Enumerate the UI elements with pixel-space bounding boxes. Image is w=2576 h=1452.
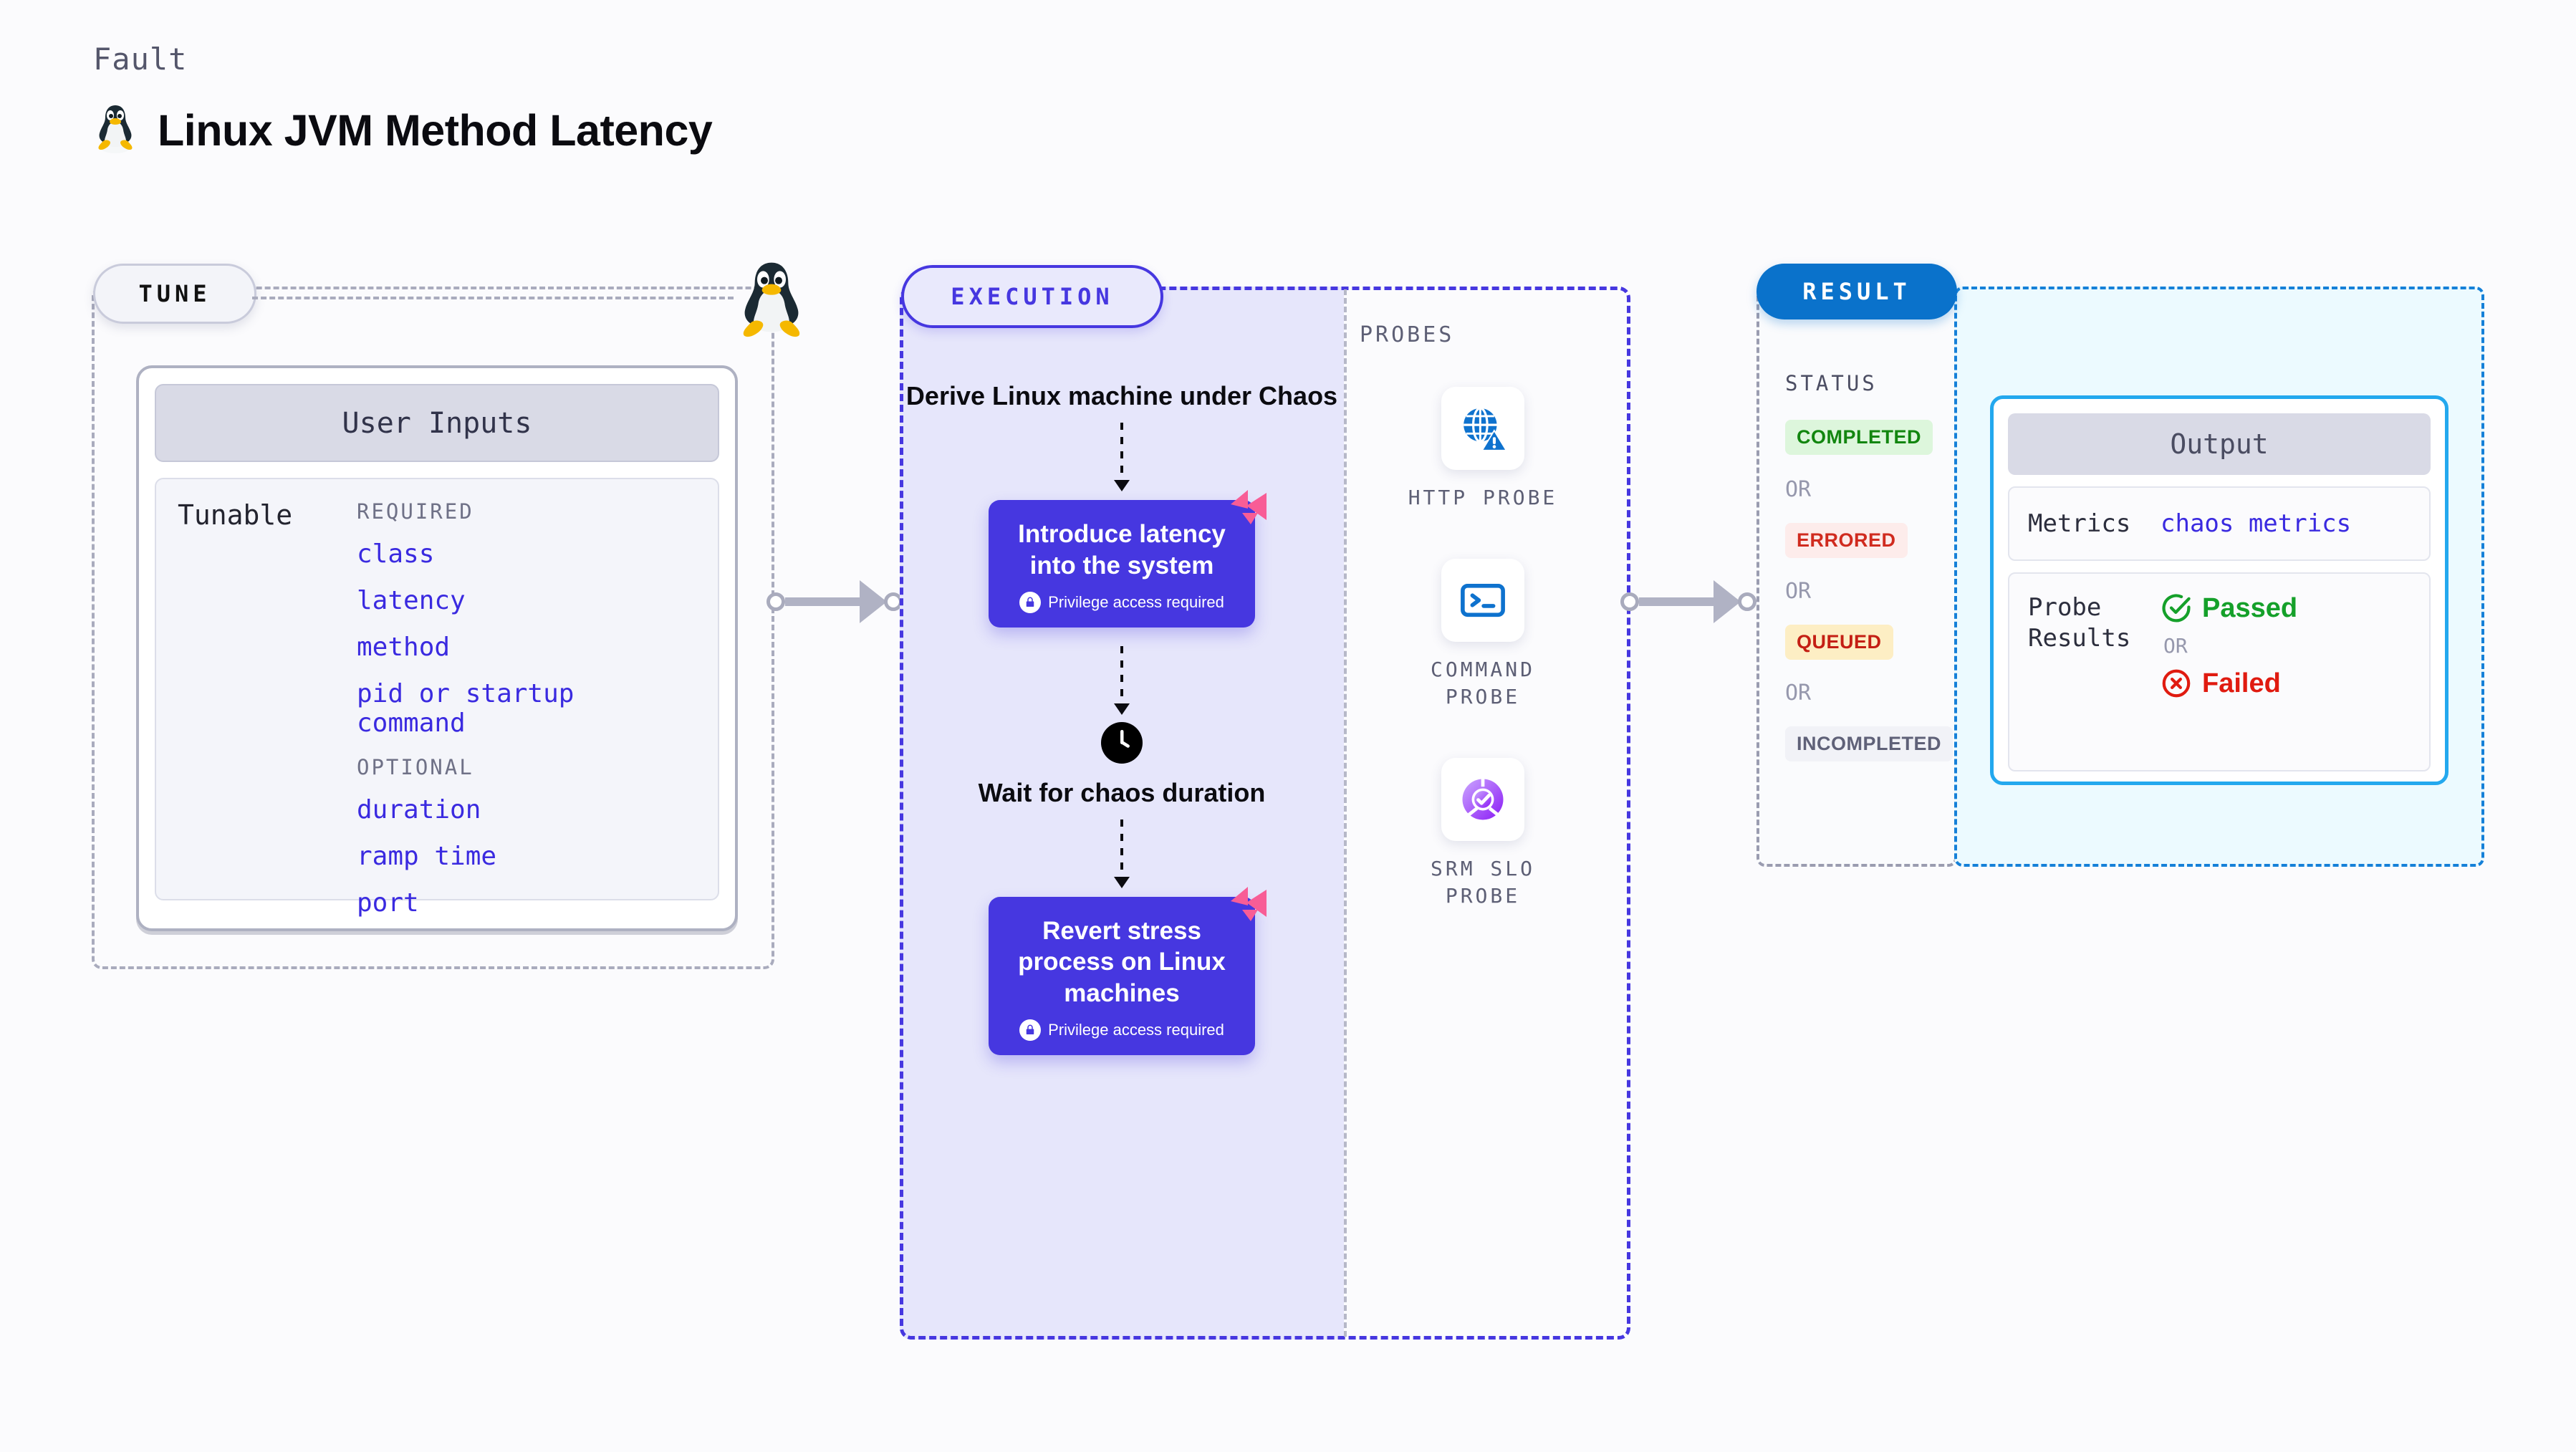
probe-label: COMMAND PROBE [1430,658,1535,708]
connector-arrow-icon [1714,580,1741,623]
globe-warning-icon [1441,387,1524,470]
status-or-label: OR [1785,477,1812,502]
user-inputs-card: User Inputs Tunable REQUIRED class laten… [136,365,738,931]
tune-pill: TUNE [93,264,256,324]
group-heading-required: REQUIRED [357,499,474,524]
probe-results-key: Probe Results [2028,593,2131,653]
probe-srm-slo[interactable]: SRM SLO PROBE [1397,758,1569,910]
privilege-note: Privilege access required [1001,591,1242,613]
probe-label: SRM SLO PROBE [1430,857,1535,908]
probes-section-label: PROBES [1360,322,1455,347]
flow-arrow-icon [1120,423,1123,482]
tunable-item[interactable]: duration [357,795,481,824]
privilege-note: Privilege access required [1001,1019,1242,1041]
fault-kicker: Fault [93,42,188,77]
flow-arrow-icon [1120,819,1123,878]
status-badge-errored: ERRORED [1785,523,1908,558]
execution-section-boundary [900,287,1630,1340]
tunable-item[interactable]: class [357,539,435,569]
execution-step-text: Wait for chaos duration [978,777,1266,807]
status-section-label: STATUS [1785,371,1878,395]
lock-icon [1019,1019,1042,1041]
tunable-item[interactable]: port [357,888,419,918]
connector-tune-to-execution [766,580,903,623]
clock-icon [1100,721,1144,765]
connector-dot [1620,592,1639,611]
probe-label: HTTP PROBE [1408,486,1558,509]
connector-dot [766,592,785,611]
verdict-or-label: OR [2163,634,2188,658]
tunable-item[interactable]: ramp time [357,842,497,871]
tunable-row-label: Tunable [178,499,293,531]
privilege-text: Privilege access required [1048,1020,1224,1039]
slo-donut-icon [1441,758,1524,841]
connector-execution-to-result [1620,580,1756,623]
execution-step-card[interactable]: Introduce latency into the system Privil… [989,490,1267,628]
execution-pill: EXECUTION [901,265,1163,328]
terminal-icon [1441,559,1524,642]
verdict-passed: Passed [2161,592,2297,624]
x-circle-icon [2162,669,2191,698]
privilege-text: Privilege access required [1048,592,1224,611]
connector-line [785,597,860,606]
status-or-label: OR [1785,579,1812,604]
result-pill: RESULT [1756,264,1957,319]
tune-section-boundary [92,287,774,969]
linux-tux-icon [93,102,138,158]
metrics-row: Metrics chaos metrics [2008,486,2431,561]
litmus-chaos-icon [1226,484,1271,529]
tunable-item[interactable]: latency [357,586,466,615]
tunable-list: REQUIRED class latency method pid or sta… [357,499,696,918]
page-header: Fault Linux JVM Method Latency [93,42,713,158]
linux-tux-icon [732,258,811,344]
output-card: Output Metrics chaos metrics Probe Resul… [1990,395,2448,785]
fault-title-row: Linux JVM Method Latency [93,102,713,158]
probe-http[interactable]: HTTP PROBE [1397,387,1569,511]
status-or-label: OR [1785,681,1812,706]
passed-label: Passed [2202,592,2298,623]
execution-step-title: Introduce latency into the system [1018,520,1226,580]
probe-verdicts: Passed OR Failed [2161,592,2297,751]
group-heading-optional: OPTIONAL [357,755,474,779]
output-title: Output [2008,413,2431,475]
status-badge-completed: COMPLETED [1785,420,1933,455]
lock-icon [1019,591,1042,613]
flow-arrow-icon [1120,645,1123,705]
execution-step-text: Derive Linux machine under Chaos [905,381,1338,410]
connector-line [1639,597,1714,606]
verdict-failed: Failed [2161,668,2297,699]
probe-command[interactable]: COMMAND PROBE [1397,559,1569,711]
connector-arrow-icon [860,580,887,623]
metrics-value-link[interactable]: chaos metrics [2161,509,2352,538]
failed-label: Failed [2202,668,2281,698]
probes-divider [1344,289,1347,1337]
tunable-item[interactable]: method [357,633,451,662]
execution-step-card[interactable]: Revert stress process on Linux machines … [989,886,1267,1055]
user-inputs-title: User Inputs [155,384,719,462]
tunable-item[interactable]: pid or startup command [357,679,575,738]
execution-step-title: Revert stress process on Linux machines [1018,916,1226,1008]
tunable-panel: Tunable REQUIRED class latency method pi… [155,478,719,918]
connector-dot [1738,592,1756,611]
litmus-chaos-icon [1226,881,1271,925]
page-title: Linux JVM Method Latency [158,105,713,155]
execution-flow: Derive Linux machine under Chaos Introdu… [900,380,1344,1055]
status-badge-queued: QUEUED [1785,625,1893,660]
tune-dashed-connector [252,297,734,299]
metrics-key: Metrics [2028,509,2131,538]
probe-results-row: Probe Results Passed OR Failed [2008,572,2431,771]
check-circle-icon [2162,594,2191,622]
status-badge-incompleted: INCOMPLETED [1785,726,1953,761]
